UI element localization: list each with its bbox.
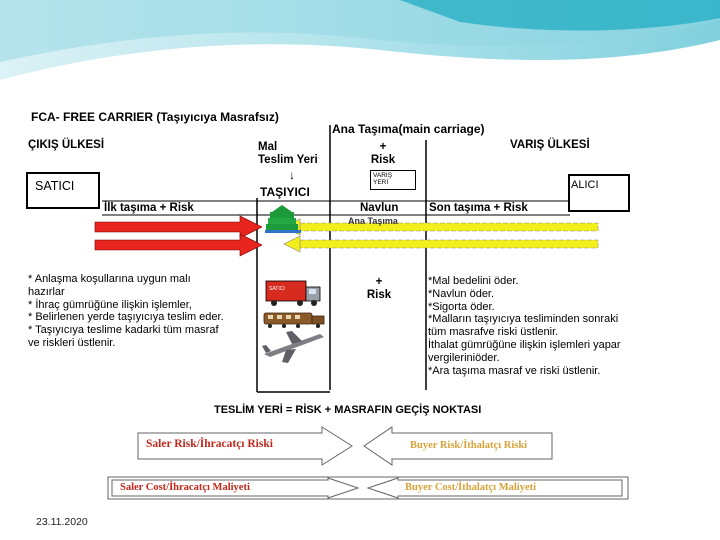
buyer-box: ALICI	[568, 174, 630, 212]
main-carriage-small-label: Ana Taşıma	[348, 216, 398, 226]
down-arrow-icon: ↓	[289, 168, 295, 182]
page-title: FCA- FREE CARRIER (Taşıyıcıya Masrafsız)	[31, 110, 279, 124]
cost-arrow-frame	[111, 477, 623, 499]
cost-box-frame	[107, 476, 629, 500]
freight-label: Navlun	[360, 202, 399, 214]
buyer-label: ALICI	[571, 179, 599, 191]
export-country-label: ÇIKIŞ ÜLKESİ	[28, 139, 105, 151]
delivery-place-label: Mal Teslim Yeri	[258, 141, 318, 166]
slide-date: 23.11.2020	[36, 516, 88, 528]
yellow-arrow-cost-head	[283, 235, 301, 253]
main-carriage-label: Ana Taşıma(main carriage)	[332, 122, 485, 136]
plus-risk-top: + Risk	[370, 141, 396, 166]
header-wave-decoration	[0, 0, 720, 80]
buyer-cost-label: Buyer Cost/İthalatçı Maliyeti	[405, 482, 537, 493]
seller-risk-label: Saler Risk/İhracatçı Riski	[146, 438, 273, 450]
arrival-place-label: VARIŞ YERİ	[373, 172, 393, 186]
seller-label: SATICI	[35, 179, 75, 193]
airplane-icon	[262, 331, 324, 363]
train-icon	[263, 312, 325, 328]
buyer-duties-text: *Mal bedelini öder. *Navlun öder. *Sigor…	[428, 275, 621, 377]
risk-arrow-frame	[137, 426, 553, 466]
seller-duties-text: * Anlaşma koşullarına uygun malı hazırla…	[28, 273, 224, 349]
carrier-label: TAŞIYICI	[260, 185, 310, 199]
truck-icon	[265, 280, 321, 306]
seller-cost-label: Saler Cost/İhracatçı Maliyeti	[120, 482, 250, 493]
on-carriage-label: Son taşıma + Risk	[429, 202, 528, 214]
pre-carriage-label: İlk taşıma + Risk	[104, 202, 194, 214]
destination-country-label: VARIŞ ÜLKESİ	[510, 139, 590, 151]
truck-side-label: SATICI	[269, 286, 285, 292]
seller-box: SATICI	[26, 172, 100, 209]
yellow-arrow-cost	[299, 239, 599, 249]
buyer-risk-label: Buyer Risk/İthalatçı Riski	[410, 440, 528, 451]
red-arrow-cost	[94, 233, 263, 257]
transfer-point-label: TESLİM YERİ = RİSK + MASRAFIN GEÇİŞ NOKT…	[214, 404, 482, 416]
red-arrow-risk	[94, 215, 263, 239]
plus-risk-mid: + Risk	[366, 276, 392, 301]
cargo-stack-icon	[265, 205, 301, 233]
yellow-arrow-risk	[299, 222, 599, 232]
arrival-place-box: VARIŞ YERİ	[370, 170, 416, 190]
